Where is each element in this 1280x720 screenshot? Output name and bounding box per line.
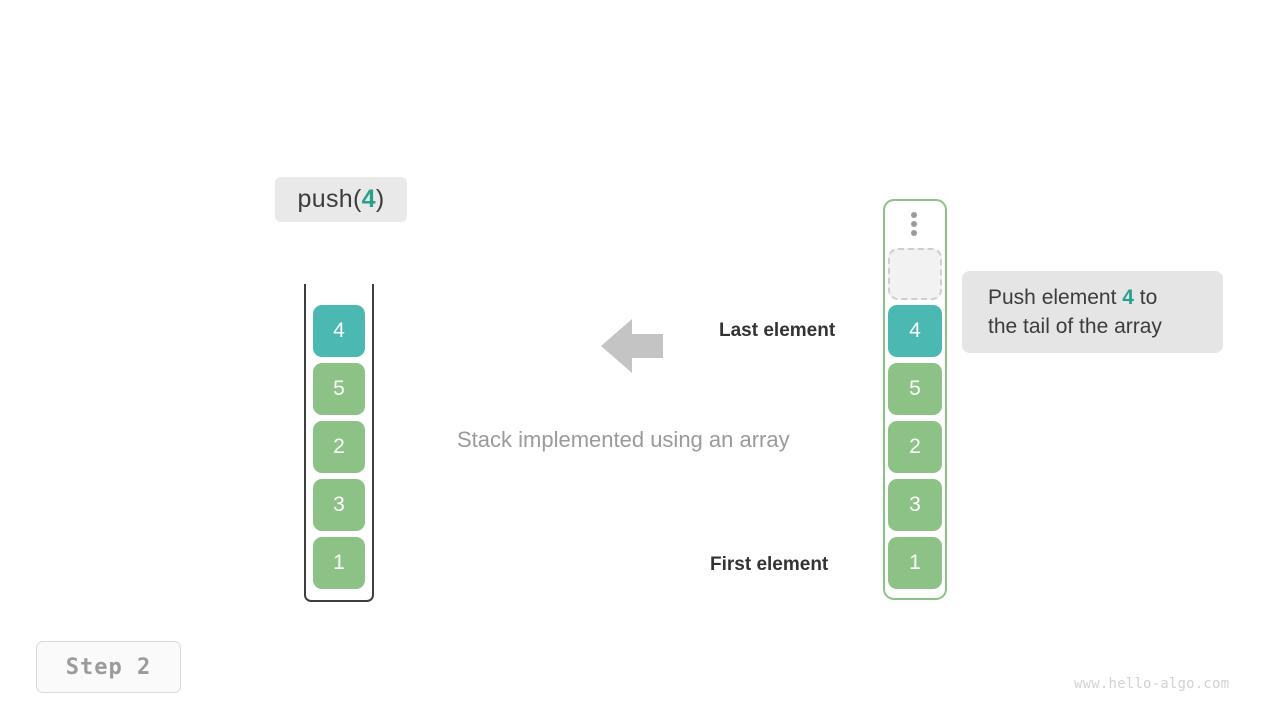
array-block: 2 <box>888 421 942 473</box>
array-block: 3 <box>888 479 942 531</box>
array-block: 5 <box>888 363 942 415</box>
array-blocks: 4 5 2 3 1 <box>888 305 942 589</box>
stack-block: 2 <box>313 421 365 473</box>
ellipsis-dot <box>911 221 917 227</box>
stack-block: 1 <box>313 537 365 589</box>
annotation-line1-prefix: Push element <box>988 286 1123 309</box>
stack-block: 4 <box>313 305 365 357</box>
left-arrow-icon <box>601 319 663 373</box>
stack-block: 3 <box>313 479 365 531</box>
annotation-line1-value: 4 <box>1122 286 1134 309</box>
operation-label: push(4) <box>275 177 407 222</box>
stack-container <box>304 284 374 602</box>
last-element-label: Last element <box>719 320 836 341</box>
operation-label-value: 4 <box>361 185 376 213</box>
stack-block: 5 <box>313 363 365 415</box>
annotation-line1-suffix: to <box>1133 286 1158 309</box>
annotation-line2: the tail of the array <box>988 315 1162 338</box>
array-block: 1 <box>888 537 942 589</box>
ellipsis-dot <box>911 212 917 218</box>
array-container <box>883 199 947 600</box>
first-element-label: First element <box>710 554 829 575</box>
step-badge: Step 2 <box>36 641 181 693</box>
vertical-ellipsis-icon <box>910 212 918 236</box>
array-block: 4 <box>888 305 942 357</box>
watermark: www.hello-algo.com <box>1074 676 1230 692</box>
ellipsis-dot <box>911 230 917 236</box>
annotation-text: Push element 4 to the tail of the array <box>988 283 1162 341</box>
array-empty-slot <box>888 248 942 300</box>
stack-blocks: 4 5 2 3 1 <box>313 305 365 589</box>
operation-label-prefix: push( <box>297 185 362 213</box>
diagram-caption: Stack implemented using an array <box>457 427 790 452</box>
operation-label-suffix: ) <box>375 185 385 213</box>
annotation-bubble: Push element 4 to the tail of the array <box>962 271 1223 353</box>
